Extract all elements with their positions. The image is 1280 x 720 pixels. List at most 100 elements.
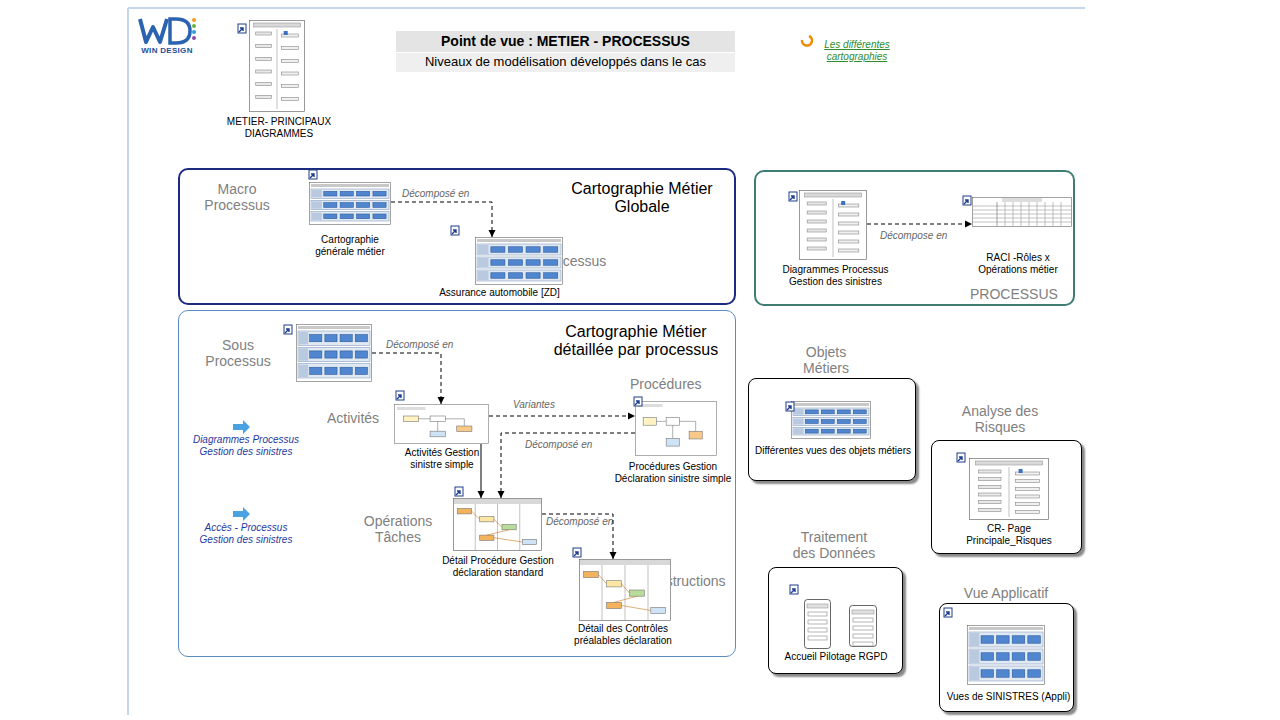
- decor-shape: [519, 504, 520, 550]
- decor-shape: [968, 626, 1045, 685]
- node-heading: PROCESSUS: [970, 286, 1070, 302]
- free-label: Diagrammes Processus Gestion des sinistr…: [186, 434, 306, 457]
- diagram-thumbnail: METIER- PRINCIPAUX DIAGRAMMES: [249, 20, 305, 112]
- decor-shape: [256, 83, 272, 86]
- decor-shape: [454, 499, 542, 551]
- diagram-thumbnail: Détail des Contrôles préalables déclarat…: [579, 559, 671, 621]
- shortcut-icon-arrow: [791, 589, 795, 593]
- decor-shape: [800, 191, 867, 260]
- decor-shape: [614, 596, 637, 602]
- shortcut-icon: [451, 226, 459, 235]
- decor-shape: [355, 335, 367, 342]
- decor-shape: [355, 367, 367, 374]
- decor-shape: [284, 31, 288, 35]
- decor-shape: [526, 273, 540, 279]
- node-caption: Assurance automobile [ZD]: [427, 287, 572, 299]
- decor-shape: [256, 95, 272, 98]
- decor-shape: [1015, 503, 1039, 506]
- decor-shape: [979, 478, 1001, 481]
- decor-shape: [651, 607, 666, 613]
- decor-shape: [477, 270, 561, 281]
- decor-shape: [310, 367, 322, 374]
- thumbnail: [799, 190, 867, 260]
- decor-shape: [340, 214, 353, 219]
- decor-shape: [1013, 202, 1014, 226]
- shortcut-icon-arrow: [574, 552, 578, 556]
- connector-arrow: [501, 433, 635, 498]
- decor-shape: [472, 511, 480, 519]
- thumbnail-graphic: [804, 599, 831, 649]
- node-caption: RACI -Rôles x Opérations métier: [968, 252, 1068, 275]
- node-heading: Traitement des Données: [789, 529, 879, 561]
- view-box: Vue ApplicatifVues de SINISTRES (Appli): [939, 603, 1074, 712]
- decor-shape: [477, 239, 561, 242]
- decor-shape: [457, 509, 471, 514]
- decor-shape: [850, 606, 877, 647]
- decor-shape: [838, 231, 858, 234]
- decor-shape: [656, 421, 666, 422]
- decor-shape: [837, 410, 850, 414]
- free-label: Macro Processus: [199, 181, 275, 213]
- decor-shape: [476, 238, 563, 285]
- decor-shape: [969, 627, 1043, 630]
- decor-shape: [430, 431, 445, 437]
- shortcut-icon: [284, 325, 292, 334]
- decor-shape: [833, 199, 834, 257]
- decor-shape: [256, 70, 272, 73]
- decor-shape: [793, 403, 869, 406]
- decor-shape: [666, 418, 679, 426]
- thumbnail-graphic: [849, 605, 877, 647]
- thumbnail: [791, 401, 871, 439]
- free-label: Les différentes cartographies: [815, 39, 899, 62]
- thumbnail-graphic: [309, 182, 391, 225]
- diagram-thumbnail: Diagrammes Processus Gestion des sinistr…: [799, 190, 867, 260]
- decor-shape: [853, 420, 866, 424]
- decor-shape: [299, 348, 308, 360]
- decor-shape: [821, 410, 834, 414]
- shortcut-icon: [786, 402, 794, 411]
- shortcut-icon-arrow: [958, 457, 962, 461]
- decor-shape: [324, 214, 337, 219]
- decor-shape: [672, 425, 673, 438]
- decor-shape: [508, 260, 522, 266]
- decor-shape: [853, 642, 873, 646]
- decor-shape: [299, 332, 308, 344]
- decor-shape: [837, 420, 850, 424]
- thumbnail-graphic: [475, 237, 563, 285]
- decor-shape: [299, 365, 308, 377]
- thumbnail-graphic: [791, 401, 871, 439]
- shortcut-icon-page: [944, 608, 952, 617]
- decor-shape: [310, 351, 322, 358]
- diagram-thumbnail: Cartographie générale métier: [309, 182, 391, 225]
- decor-shape: [544, 260, 558, 266]
- shortcut-icon-page: [238, 24, 246, 33]
- shortcut-icon: [573, 548, 581, 557]
- logo-dot: [192, 36, 196, 40]
- shortcut-icon-arrow: [790, 196, 794, 200]
- decor-shape: [1005, 202, 1006, 226]
- shortcut-icon-arrow: [945, 612, 949, 616]
- shortcut-icon-page: [284, 325, 292, 334]
- decor-shape: [621, 606, 650, 611]
- page-frame: [127, 8, 129, 715]
- decor-shape: [679, 421, 695, 422]
- decor-shape: [357, 214, 370, 219]
- thumbnail: [453, 498, 542, 551]
- decor-shape: [1021, 202, 1022, 226]
- decor-shape: [1015, 487, 1039, 490]
- decor-shape: [853, 626, 873, 630]
- diagram-thumbnail: Détail Procédure Gestion déclaration sta…: [453, 498, 542, 551]
- decor-shape: [793, 408, 869, 416]
- shortcut-icon-arrow: [397, 395, 401, 399]
- decor-shape: [1009, 467, 1010, 517]
- decor-shape: [973, 198, 1072, 227]
- decor-shape: [973, 206, 1071, 207]
- decor-shape: [508, 273, 522, 279]
- decor-shape: [792, 402, 871, 439]
- decor-shape: [395, 405, 489, 444]
- decor-shape: [310, 183, 391, 225]
- decor-shape: [310, 335, 322, 342]
- decor-shape: [969, 632, 1043, 647]
